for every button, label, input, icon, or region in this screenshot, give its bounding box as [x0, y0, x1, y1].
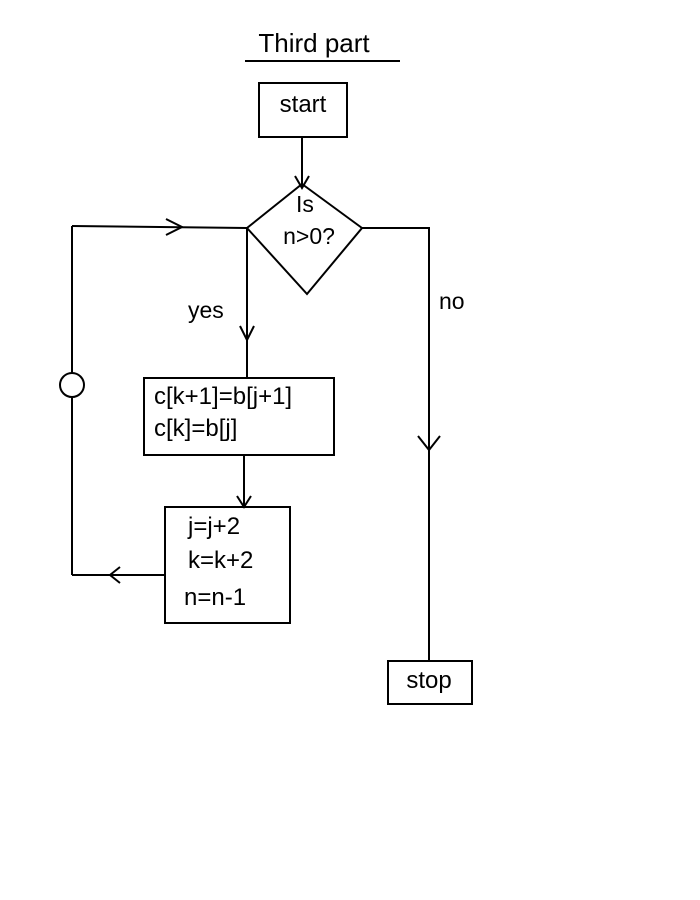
yes-branch-arrowhead [239, 325, 255, 343]
assign-label-line2: c[k]=b[j] [154, 415, 237, 442]
yes-label: yes [188, 297, 224, 323]
assign-box [143, 377, 335, 456]
increment-label-line1: j=j+2 [187, 513, 240, 540]
stop-label: stop [406, 667, 451, 694]
stop-box [387, 660, 473, 705]
increment-box [164, 506, 291, 624]
decision-label-line2: n>0? [283, 223, 335, 249]
no-label: no [439, 288, 465, 314]
loop-connector-circle [59, 372, 85, 398]
no-branch-line [362, 227, 430, 661]
loop-top-arrowhead [165, 218, 185, 236]
decision-diamond [245, 182, 364, 296]
diagram-title: Third part [258, 28, 370, 58]
loop-top-line [71, 225, 248, 229]
increment-label-line3: n=n-1 [184, 584, 246, 611]
start-to-decision-arrowhead [294, 175, 310, 190]
start-label: start [280, 91, 327, 118]
assign-label-line1: c[k+1]=b[j+1] [154, 383, 292, 410]
increment-label-line2: k=k+2 [188, 547, 253, 574]
loop-bottom-arrowhead [108, 566, 121, 584]
decision-label-line1: Is [296, 191, 314, 217]
no-branch-arrowhead [417, 435, 441, 452]
